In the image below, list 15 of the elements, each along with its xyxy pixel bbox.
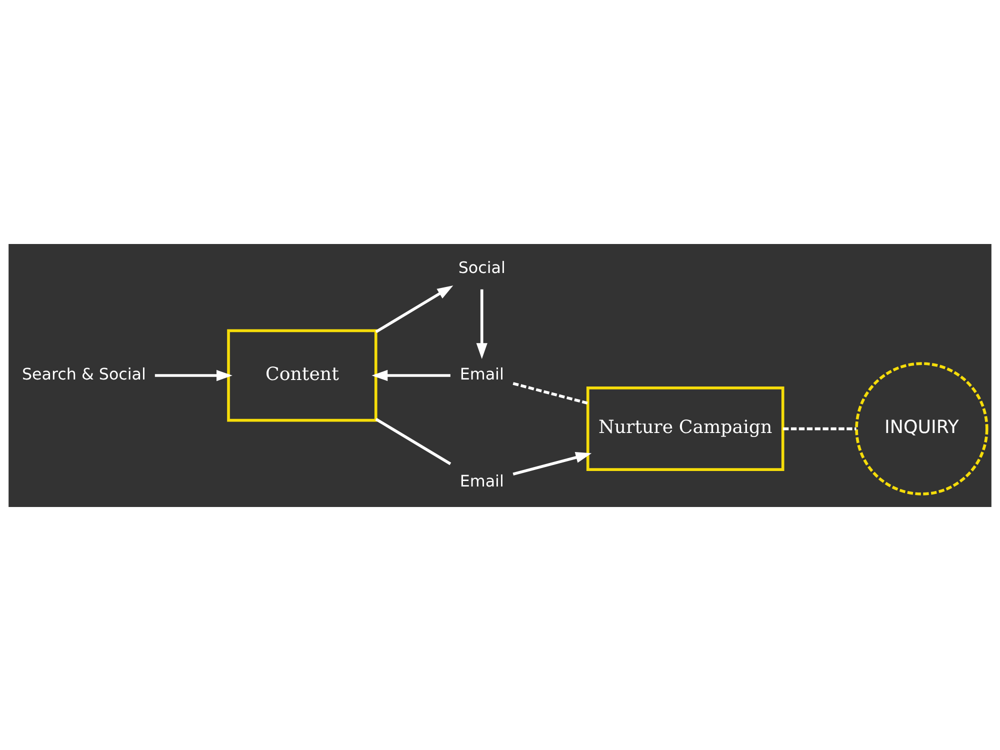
connector — [783, 426, 856, 430]
node-text: Email — [460, 470, 504, 490]
arrow — [512, 451, 592, 475]
node-circle: INQUIRY — [855, 362, 988, 495]
node-box: Content — [227, 328, 378, 422]
arrow — [372, 369, 450, 381]
arrow — [154, 369, 232, 381]
node-box: Nurture Campaign — [586, 386, 784, 470]
arrow — [375, 284, 454, 333]
node-text: Search & Social — [22, 364, 146, 384]
connector — [375, 417, 452, 465]
node-text: Social — [458, 258, 506, 277]
arrow — [476, 288, 488, 358]
node-text: Email — [460, 364, 504, 384]
connector — [512, 382, 588, 404]
